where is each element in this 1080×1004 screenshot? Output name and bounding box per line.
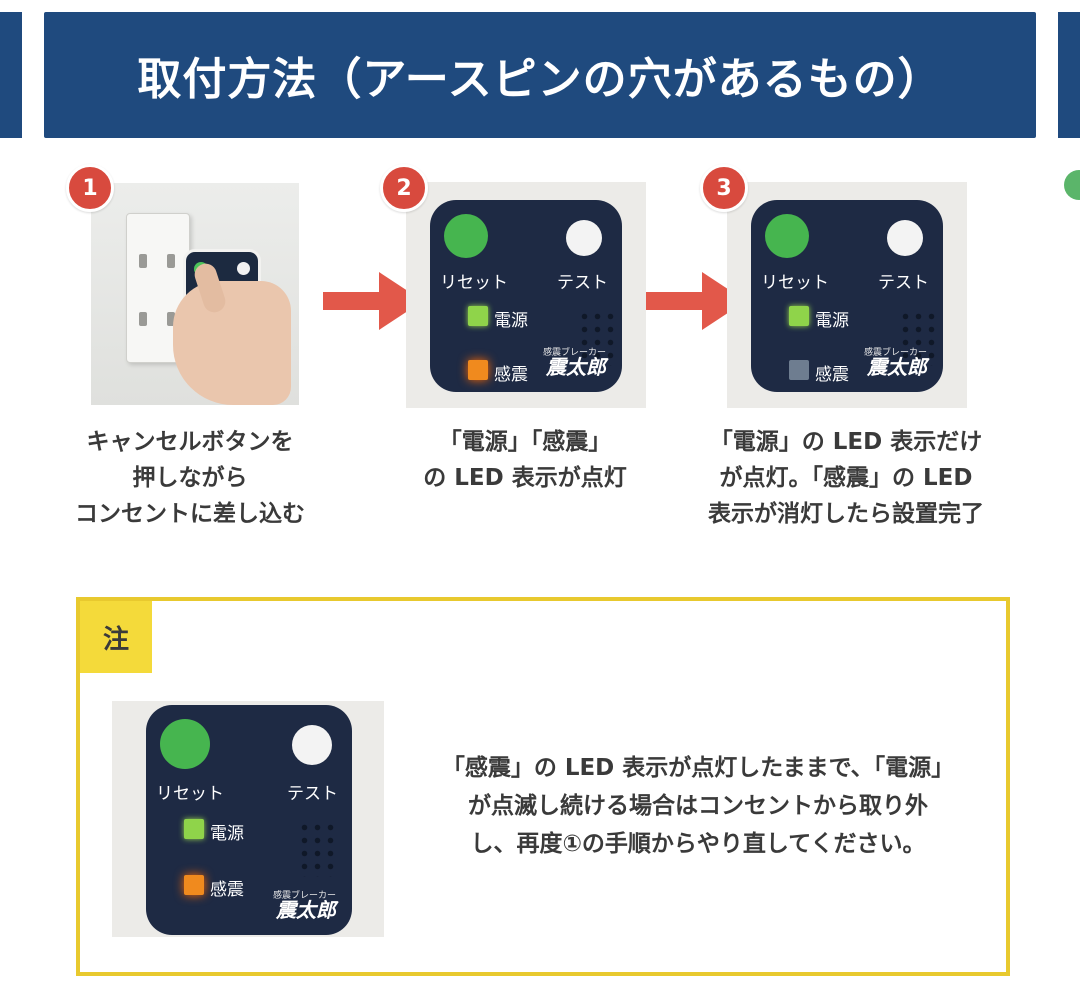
step-1-photo	[91, 183, 299, 405]
quake-label: 感震	[210, 880, 244, 900]
note-box: 注 リセット テスト 電源 感震 感震ブレーカー 震太郎 「感震」の LED 表…	[76, 597, 1010, 976]
step-2-caption: 「電源」「感震」 の LED 表示が点灯	[370, 424, 680, 496]
step-3-photo: リセット テスト 電源 感震 感震ブレーカー 震太郎	[727, 182, 967, 408]
note-line: が点滅し続ける場合はコンセントから取り外	[468, 793, 928, 819]
caption-line: キャンセルボタンを	[86, 429, 294, 455]
test-label: テスト	[878, 273, 929, 293]
device-panel: リセット テスト 電源 感震 感震ブレーカー 震太郎	[430, 200, 622, 392]
caption-line: 「電源」「感震」	[438, 429, 612, 455]
test-button-graphic	[887, 220, 923, 256]
power-label: 電源	[494, 311, 528, 331]
arrow-right-icon	[646, 272, 746, 330]
reset-button-graphic	[444, 214, 488, 258]
quake-led-on	[184, 875, 204, 895]
section-header: 取付方法（アースピンの穴があるもの）	[44, 12, 1036, 138]
caption-line: の LED 表示が点灯	[423, 465, 627, 491]
power-led-on	[184, 819, 204, 839]
reset-label: リセット	[440, 273, 508, 293]
note-text: 「感震」の LED 表示が点灯したままで、「電源」 が点滅し続ける場合はコンセン…	[398, 749, 998, 863]
power-led-on	[789, 306, 809, 326]
device-panel: リセット テスト 電源 感震 感震ブレーカー 震太郎	[146, 705, 352, 935]
power-label: 電源	[210, 824, 244, 844]
reset-button-graphic	[160, 719, 210, 769]
quake-label: 感震	[815, 365, 849, 385]
caption-line: コンセントに差し込む	[75, 501, 305, 527]
test-button-graphic	[292, 725, 332, 765]
next-section-edge	[1058, 12, 1080, 138]
speaker-grille	[298, 821, 338, 877]
step-2-photo: リセット テスト 電源 感震 感震ブレーカー 震太郎	[406, 182, 646, 408]
caption-line: 「電源」の LED 表示だけ	[709, 429, 983, 455]
speaker-grille	[899, 310, 939, 366]
brand-subtitle: 感震ブレーカー	[863, 348, 927, 358]
brand-subtitle: 感震ブレーカー	[542, 348, 606, 358]
speaker-grille	[578, 310, 618, 366]
test-label: テスト	[287, 784, 338, 804]
note-line: 「感震」の LED 表示が点灯したままで、「電源」	[441, 755, 955, 781]
test-button-graphic	[566, 220, 602, 256]
reset-label: リセット	[156, 784, 224, 804]
arrow-right-icon	[323, 272, 423, 330]
brand-subtitle: 感震ブレーカー	[272, 891, 336, 901]
quake-led-on	[468, 360, 488, 380]
previous-section-edge	[0, 12, 22, 138]
next-step-badge-edge	[1064, 170, 1080, 200]
page-title: 取付方法（アースピンの穴があるもの）	[137, 54, 943, 105]
quake-led-off	[789, 360, 809, 380]
note-tag: 注	[80, 601, 152, 673]
quake-label: 感震	[494, 365, 528, 385]
brand-logo: 震太郎	[276, 898, 336, 922]
brand-logo: 震太郎	[867, 355, 927, 379]
step-1-badge: 1	[66, 164, 114, 212]
note-line: し、再度①の手順からやり直してください。	[470, 831, 926, 857]
device-panel: リセット テスト 電源 感震 感震ブレーカー 震太郎	[751, 200, 943, 392]
power-label: 電源	[815, 311, 849, 331]
step-1-caption: キャンセルボタンを 押しながら コンセントに差し込む	[40, 424, 340, 532]
reset-label: リセット	[761, 273, 829, 293]
caption-line: が点灯。「感震」の LED	[719, 465, 973, 491]
step-2-badge: 2	[380, 164, 428, 212]
note-photo: リセット テスト 電源 感震 感震ブレーカー 震太郎	[112, 701, 384, 937]
step-3-caption: 「電源」の LED 表示だけ が点灯。「感震」の LED 表示が消灯したら設置完…	[666, 424, 1026, 532]
power-led-on	[468, 306, 488, 326]
step-3-badge: 3	[700, 164, 748, 212]
wall-outlet	[126, 213, 190, 363]
caption-line: 押しながら	[132, 465, 248, 491]
hand	[173, 281, 291, 405]
reset-button-graphic	[765, 214, 809, 258]
test-label: テスト	[557, 273, 608, 293]
caption-line: 表示が消灯したら設置完了	[708, 501, 984, 527]
brand-logo: 震太郎	[546, 355, 606, 379]
